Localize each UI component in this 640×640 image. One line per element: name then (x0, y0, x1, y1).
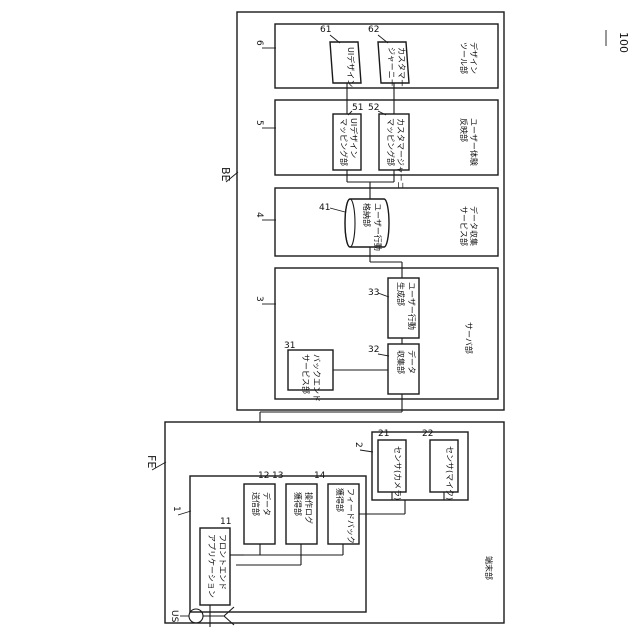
reflect-label-1: ユーザー体験 (469, 118, 479, 166)
data-label-2: サービス部 (459, 206, 469, 246)
ui-mapping-ref: 51 (352, 103, 363, 113)
system-ref: 100 (617, 32, 630, 53)
ui-design-label: UIデザイン (346, 47, 356, 87)
oplog-ref: 13 (272, 471, 283, 481)
user-label: US (169, 610, 179, 623)
ui-mapping-label-1: UIデザイン (349, 118, 359, 158)
send-ref: 12 (258, 471, 269, 481)
send-label-2: 送信部 (251, 492, 261, 516)
journey-label-1: カスタマー (397, 47, 406, 87)
behavior-label-2: 生成部 (396, 282, 406, 306)
journey-mapping-label-1: カスタマージャーニー (396, 118, 405, 197)
fe-label: FE (145, 455, 158, 468)
collect-ref: 32 (368, 345, 379, 355)
storage-label-1: ユーザー行動 (373, 203, 383, 251)
frontend-app-label-2: アプリケーション (207, 534, 216, 598)
server-ref: 3 (254, 296, 264, 302)
storage-label-2: 格納部 (362, 203, 372, 227)
behavior-label-1: ユーザー行動 (407, 282, 417, 330)
reflect-ref: 5 (254, 120, 264, 126)
terminal-label: 端末部 (484, 556, 494, 580)
frontend-app-label-1: フロントエンド (218, 534, 227, 590)
tool-ref: 6 (254, 40, 264, 46)
data-ref: 4 (254, 212, 264, 218)
feedback-ref: 14 (314, 471, 326, 481)
sensor-group-ref: 2 (353, 442, 363, 448)
journey-ref: 62 (368, 25, 379, 35)
data-label-1: データ収集 (469, 206, 479, 246)
tool-label-1: デザイン (469, 42, 479, 74)
journey-mapping-label-2: マッピング部 (386, 118, 396, 166)
send-label-1: データ (262, 492, 272, 516)
ui-design-ref: 61 (320, 25, 331, 35)
sensor-camera-label: センサ(カメラ) (393, 446, 402, 500)
storage-ref: 41 (319, 203, 330, 213)
sensor-mic-ref: 22 (422, 429, 433, 439)
ui-design-document (330, 42, 361, 83)
ui-mapping-label-2: マッピング部 (339, 118, 349, 166)
backend-label-2: サービス部 (301, 354, 311, 394)
feedback-label-2: 獲得部 (335, 488, 345, 512)
server-label: サーバ部 (464, 322, 474, 354)
collect-label-1: データ (407, 350, 417, 374)
backend-ref: 31 (284, 341, 295, 351)
behavior-ref: 33 (368, 288, 379, 298)
feedback-label-1: フィードバック (346, 488, 355, 544)
frontend-app-ref: 11 (220, 517, 231, 527)
oplog-label-1: 操作ログ (304, 492, 314, 524)
reflect-label-2: 反映部 (459, 118, 469, 142)
journey-label-2: ジャーニー (387, 47, 396, 87)
tool-label-2: ツール部 (459, 42, 469, 74)
collect-label-2: 収集部 (396, 350, 406, 374)
app-ref: 1 (171, 506, 181, 512)
journey-mapping-ref: 52 (368, 103, 379, 113)
sensor-camera-ref: 21 (378, 429, 389, 439)
be-label: BE (219, 167, 232, 182)
backend-label-1: バックエンド (312, 354, 321, 402)
sensor-mic-label: センサ(マイク) (445, 446, 454, 500)
oplog-label-2: 獲得部 (293, 492, 303, 516)
